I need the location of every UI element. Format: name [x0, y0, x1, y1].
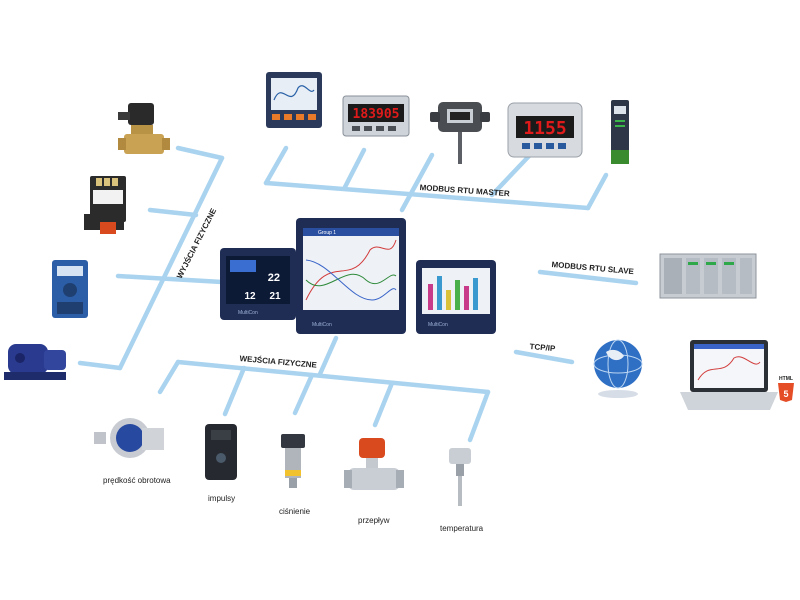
outputs-branch-contactor [147, 207, 199, 218]
right-device-brand: MultiCon [428, 322, 448, 328]
sensor-caption-temperature: temperatura [440, 524, 484, 533]
motor-pump-icon [4, 344, 66, 380]
master-drop-3 [399, 152, 435, 213]
contactor-icon [84, 176, 126, 234]
inputs-drop-flow [372, 380, 395, 428]
html5-badge-icon: HTML 5 [778, 376, 794, 402]
solenoid-valve-icon [118, 103, 170, 154]
meter1-display: 183905 [353, 107, 400, 122]
pressure-transmitter-icon [281, 434, 305, 488]
html5-badge-number: 5 [783, 389, 788, 399]
meter2-display: 1155 [523, 118, 566, 139]
master-bus-line [263, 180, 591, 211]
flowmeter-icon [344, 438, 404, 490]
center-device-brand: MultiCon [312, 322, 332, 328]
connection-lines [77, 145, 639, 443]
plc-rack-icon [659, 253, 757, 299]
panel-meter-6digit-icon: 183905 [342, 95, 410, 137]
html5-badge-label: HTML [779, 376, 793, 382]
center-screen-title: Group 1 [318, 230, 336, 236]
left-screen-value-top: 22 [268, 272, 280, 284]
inputs-bus-line [175, 359, 491, 395]
sensor-caption-speed: prędkość obrotowa [103, 476, 171, 485]
encoder-icon [94, 418, 164, 458]
din-rail-module-icon [611, 100, 629, 164]
photoelectric-sensor-icon [205, 424, 237, 480]
sensor-caption-flow: przepływ [358, 516, 390, 525]
duct-transmitter-icon [430, 102, 490, 164]
temperature-sensor-icon [449, 448, 471, 506]
inputs-drop-speed [157, 359, 181, 395]
tcp-line [513, 349, 575, 365]
sensor-caption-pulses: impulsy [208, 494, 236, 503]
inputs-to-device [317, 335, 339, 377]
outputs-branch-valve [175, 145, 225, 161]
outputs-branch-inverter [115, 273, 225, 285]
inputs-drop-pressure [292, 372, 315, 416]
frequency-inverter-icon [52, 260, 88, 318]
left-screen-value-br: 21 [269, 291, 281, 302]
inputs-drop-temp [467, 389, 491, 443]
inputs-drop-pulses [222, 365, 247, 417]
panel-recorder-icon [266, 72, 322, 128]
large-display-meter-icon: 1155 [507, 102, 583, 158]
laptop-icon [680, 340, 778, 410]
multicon-center-device: Group 1 MultiCon [296, 218, 406, 334]
left-screen-value-bl: 12 [244, 291, 256, 302]
master-drop-1 [263, 145, 289, 186]
slave-line [537, 269, 639, 286]
master-drop-2 [342, 147, 367, 190]
globe-icon [593, 339, 643, 398]
outputs-branch-motor [77, 360, 123, 371]
multicon-right-device: MultiCon [416, 260, 496, 334]
left-device-brand: MultiCon [238, 310, 258, 316]
multicon-left-device: 22 12 21 MultiCon [220, 248, 296, 320]
outputs-bus-line [117, 155, 225, 371]
master-drop-5 [585, 172, 609, 211]
sensor-caption-pressure: ciśnienie [279, 507, 311, 516]
master-drop-4 [489, 152, 533, 198]
